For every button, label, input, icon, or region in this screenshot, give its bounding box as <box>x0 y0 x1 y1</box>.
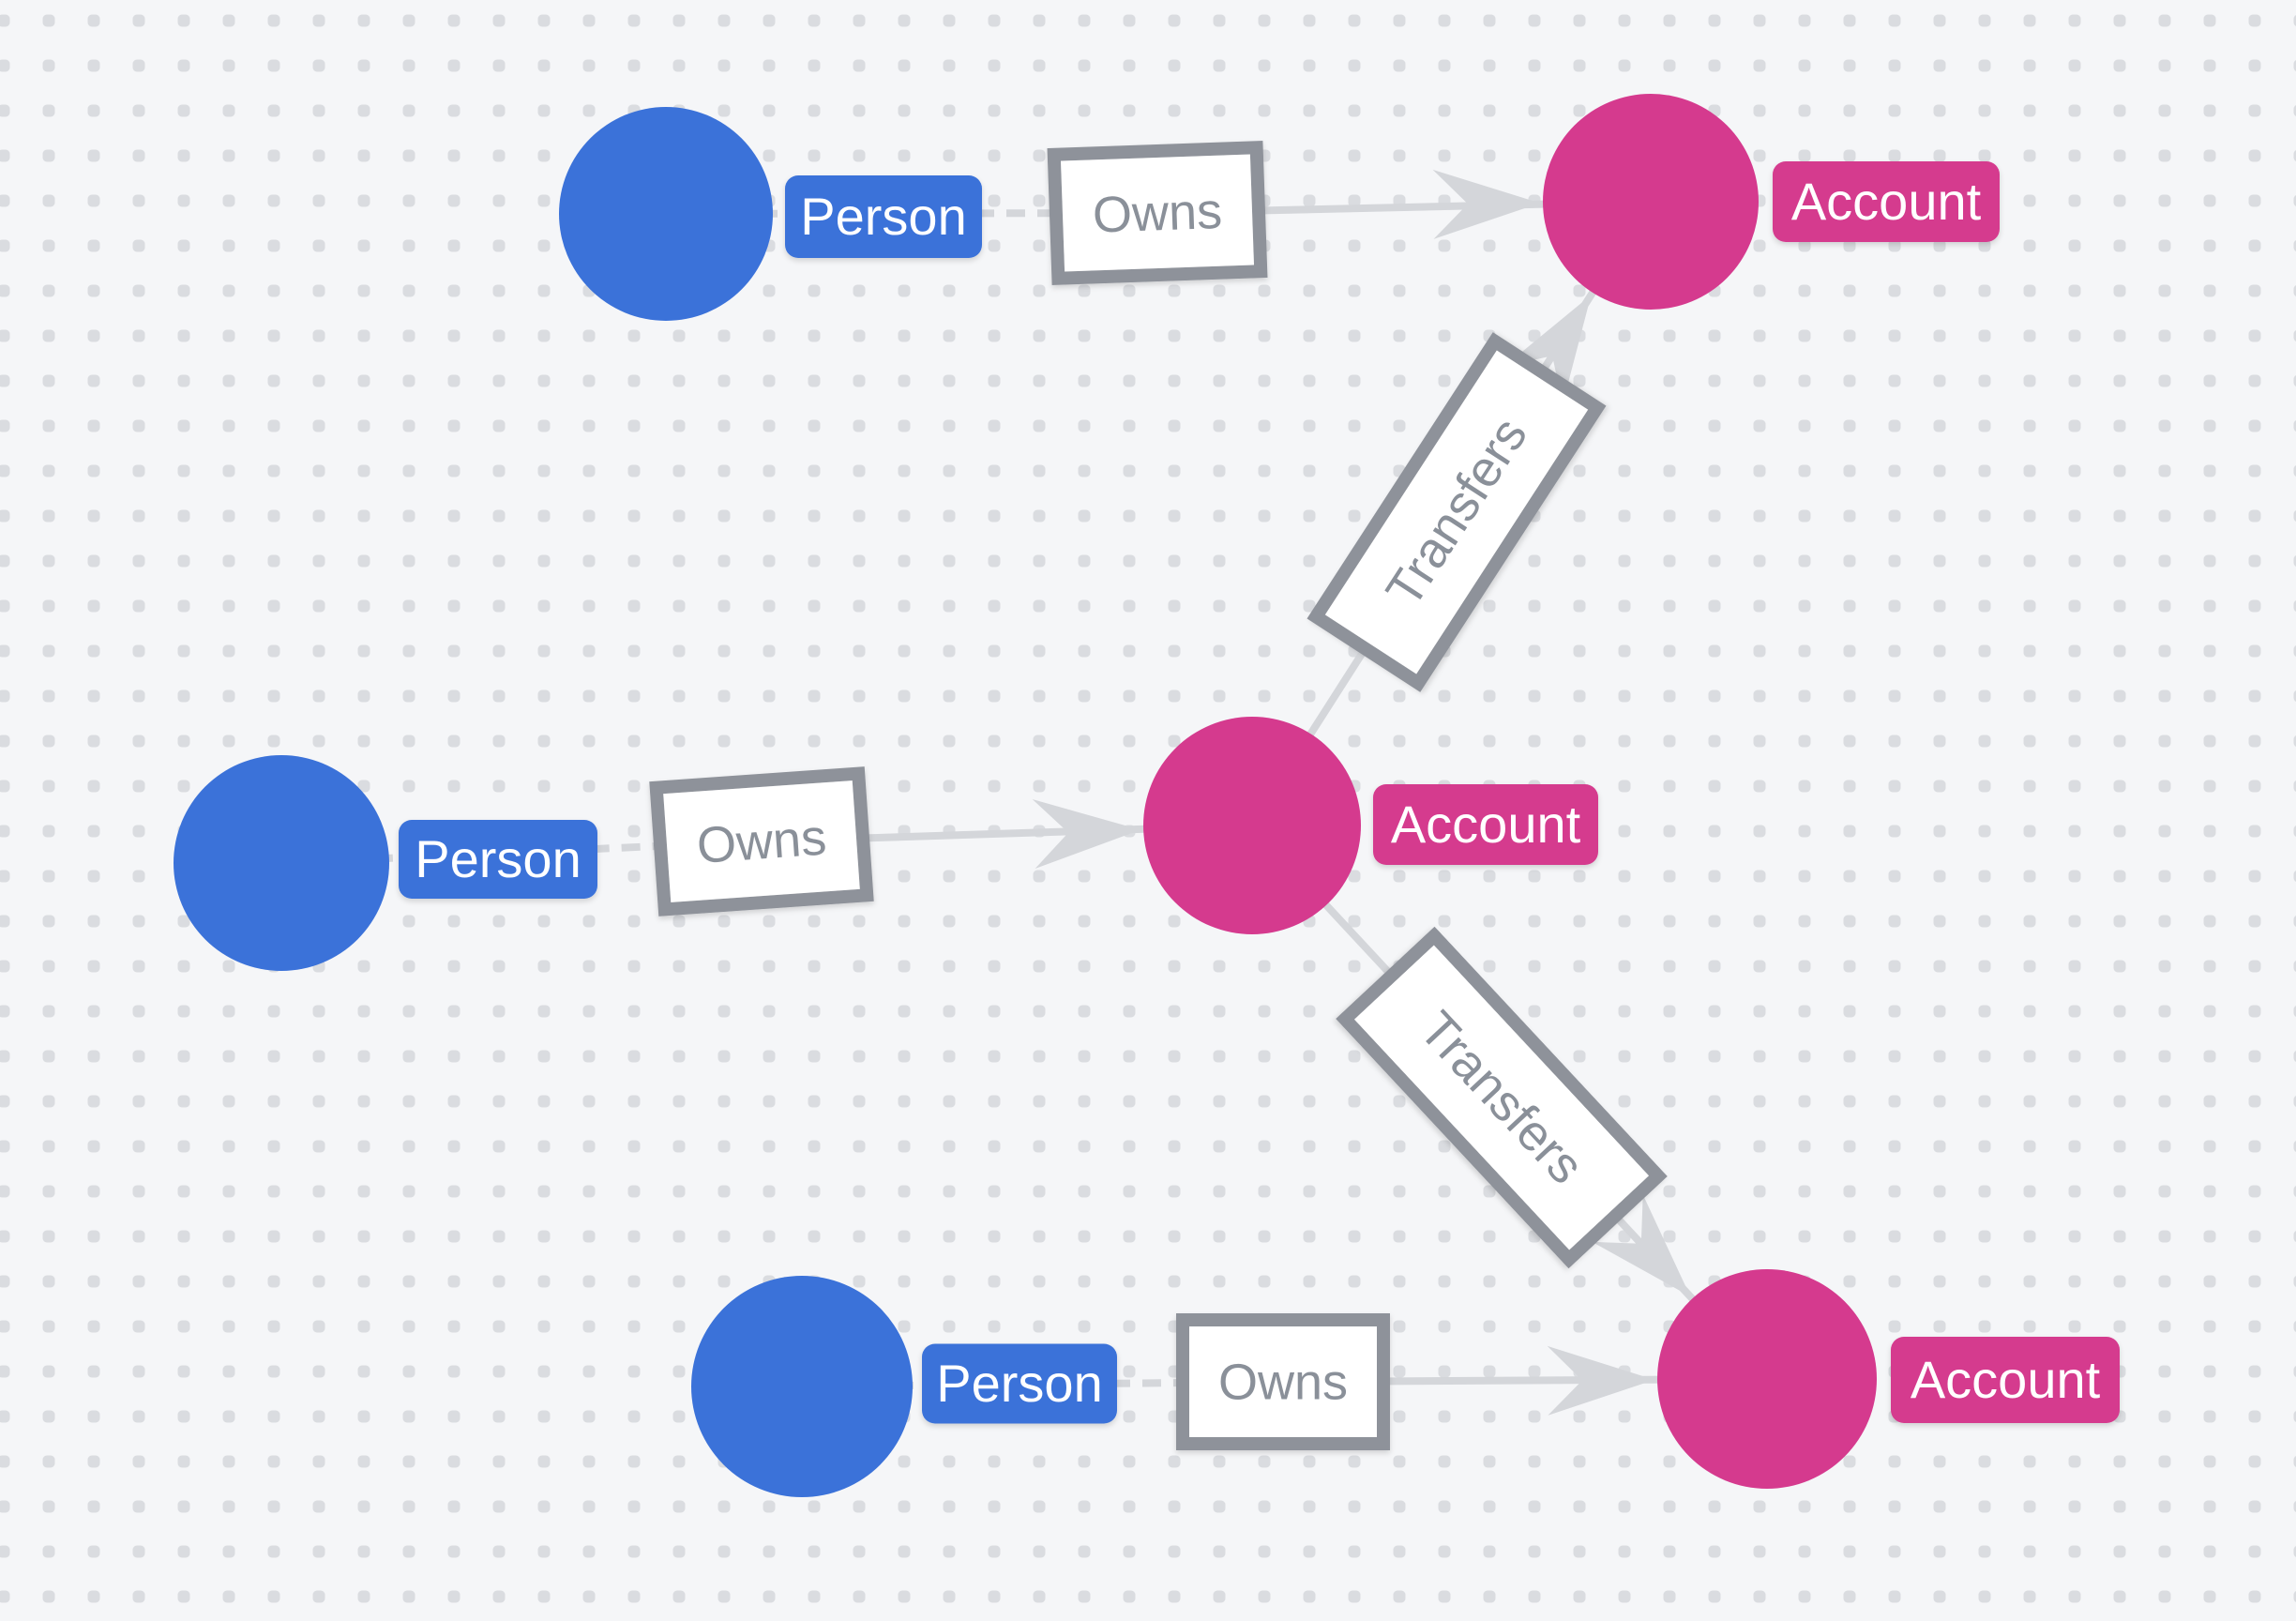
node-label-pill <box>785 175 982 258</box>
node-circle-account2[interactable] <box>1143 717 1361 934</box>
arrowhead-owns2 <box>1032 799 1141 869</box>
relationship-box-label: Owns <box>1218 1354 1348 1410</box>
relationship-box-frame <box>1336 926 1668 1269</box>
node-label-pill <box>1891 1337 2120 1423</box>
arrowhead-transfers1 <box>1503 295 1592 404</box>
arrowhead-owns1 <box>1432 169 1540 239</box>
relationship-box-frame <box>1047 141 1268 285</box>
node-label-pill <box>1773 161 2000 242</box>
relationship-box-frame <box>649 766 874 917</box>
nodes-layer <box>174 94 1877 1497</box>
node-label-account2[interactable]: Account <box>1373 784 1598 865</box>
node-label-account3[interactable]: Account <box>1891 1337 2120 1423</box>
relationship-box-owns3[interactable]: Owns <box>1176 1313 1390 1450</box>
node-label-pill <box>1373 784 1598 865</box>
arrowhead-owns3 <box>1547 1345 1654 1416</box>
arrowhead-transfers2 <box>1592 1194 1691 1297</box>
node-circle-account1[interactable] <box>1543 94 1759 310</box>
node-label-person2[interactable]: Person <box>399 820 597 899</box>
relationship-box-label: Owns <box>1092 183 1223 244</box>
node-label-text: Person <box>415 829 581 888</box>
node-label-text: Account <box>1791 172 1982 231</box>
node-circle-account3[interactable] <box>1657 1269 1877 1489</box>
relationship-box-transfers1[interactable]: Transfers <box>1307 332 1607 692</box>
node-label-pill <box>922 1343 1117 1424</box>
relationship-box-owns1[interactable]: Owns <box>1047 141 1268 285</box>
relationship-box-frame <box>1176 1313 1390 1450</box>
node-label-text: Account <box>1391 795 1581 854</box>
relationship-box-frame <box>1307 332 1607 692</box>
node-label-text: Person <box>936 1354 1102 1413</box>
node-label-person1[interactable]: Person <box>785 175 982 258</box>
node-label-text: Account <box>1911 1350 2101 1409</box>
node-label-person3[interactable]: Person <box>922 1343 1117 1424</box>
relationship-box-owns2[interactable]: Owns <box>649 766 874 917</box>
node-label-text: Person <box>800 187 966 246</box>
node-circle-person3[interactable] <box>691 1276 913 1497</box>
relationship-box-label: Owns <box>695 810 828 874</box>
node-label-pill <box>399 820 597 899</box>
node-circle-person1[interactable] <box>559 107 773 321</box>
node-circle-person2[interactable] <box>174 755 389 971</box>
node-label-account1[interactable]: Account <box>1773 161 2000 242</box>
arrowheads-layer <box>1032 169 1691 1416</box>
